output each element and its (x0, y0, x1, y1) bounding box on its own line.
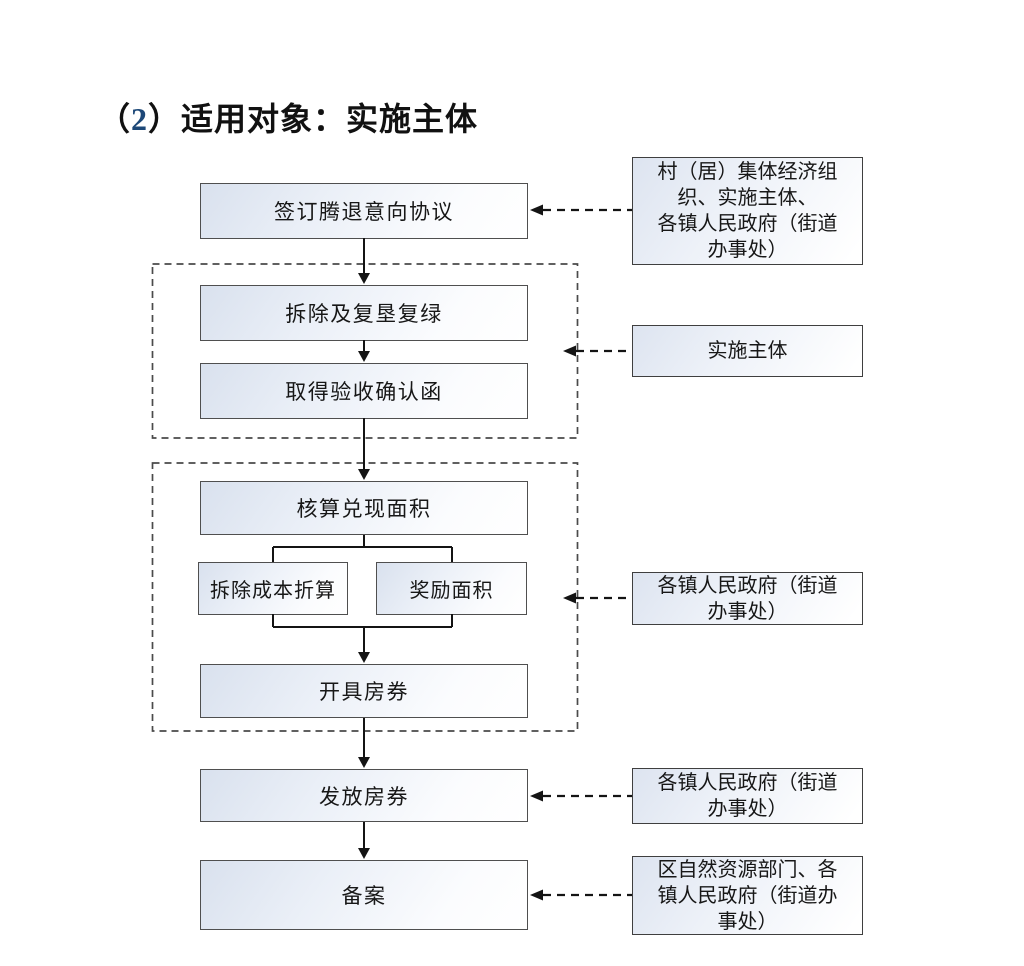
flow-step-calculate-redeemable-area: 核算兑现面积 (200, 481, 528, 535)
flow-step-demolition-reclamation: 拆除及复垦复绿 (200, 285, 528, 341)
arrow-issue-to-distribute (358, 718, 370, 768)
arrow-step2-to-step3 (358, 340, 370, 362)
annotation-town-government-2: 各镇人民政府（街道 办事处） (632, 768, 863, 824)
page-title: （2）适用对象：实施主体 (98, 94, 478, 140)
annotation-line: 实施主体 (707, 340, 788, 362)
annotation-line: 织、实施主体、 (677, 187, 818, 209)
dashed-arrow-annotation5 (530, 889, 632, 901)
annotation-line: 区自然资源部门、各 (657, 858, 838, 881)
annotation-town-government-1: 各镇人民政府（街道 办事处） (632, 572, 863, 625)
annotation-line: 办事处） (707, 798, 788, 820)
flow-step-acceptance-confirmation-letter: 取得验收确认函 (200, 363, 528, 419)
annotation-line: 村（居）集体经济组 (657, 161, 838, 183)
annotation-line: 各镇人民政府（街道 (657, 213, 838, 235)
arrow-step3-to-step4 (358, 418, 370, 480)
flow-step-demolition-cost-conversion: 拆除成本折算 (198, 562, 348, 615)
annotation-village-collective-org: 村（居）集体经济组 织、实施主体、 各镇人民政府（街道 办事处） (632, 157, 863, 265)
arrow-merge-to-issue-voucher (358, 627, 370, 663)
title-paren-open: （ (98, 101, 132, 137)
annotation-line: 事处） (717, 910, 778, 933)
annotation-implementation-entity: 实施主体 (632, 325, 863, 377)
dashed-arrow-annotation3 (563, 592, 632, 604)
annotation-line: 办事处） (707, 600, 788, 623)
dashed-arrow-annotation1 (530, 204, 632, 216)
annotation-line: 办事处） (707, 239, 788, 261)
flow-step-sign-vacating-agreement: 签订腾退意向协议 (200, 183, 528, 239)
flow-step-reward-area: 奖励面积 (376, 562, 527, 615)
annotation-natural-resources-dept: 区自然资源部门、各 镇人民政府（街道办 事处） (632, 856, 863, 935)
flow-step-distribute-housing-voucher: 发放房券 (200, 769, 528, 822)
dashed-arrow-annotation2 (563, 345, 632, 357)
annotation-line: 各镇人民政府（街道 (657, 574, 838, 597)
title-text: 适用对象：实施主体 (181, 101, 479, 137)
arrow-step1-to-step2 (358, 238, 370, 284)
annotation-line: 镇人民政府（街道办 (657, 884, 838, 907)
annotation-line: 各镇人民政府（街道 (657, 772, 838, 794)
flow-step-issue-housing-voucher: 开具房券 (200, 664, 528, 718)
title-number: 2 (131, 101, 149, 137)
flow-step-filing: 备案 (200, 860, 528, 930)
dashed-arrow-annotation4 (530, 790, 632, 802)
arrow-distribute-to-filing (358, 822, 370, 859)
title-paren-close: ） (148, 101, 182, 137)
